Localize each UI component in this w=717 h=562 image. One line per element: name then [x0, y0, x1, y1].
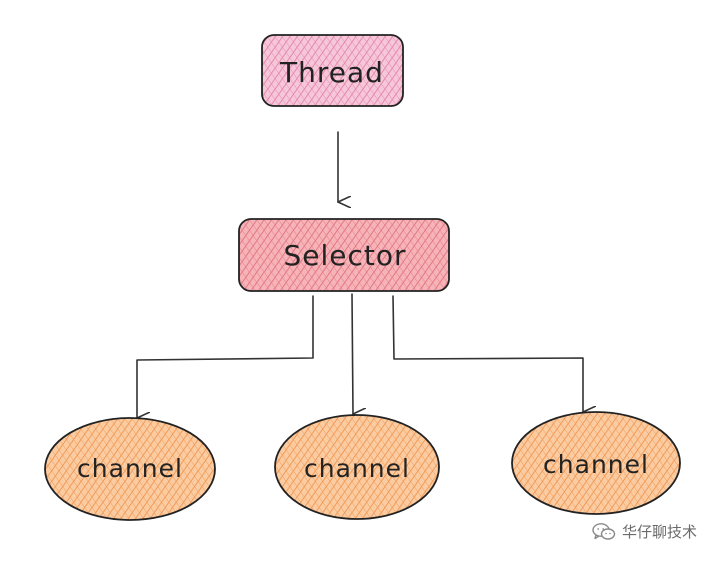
channel-3-outline: [511, 411, 681, 515]
thread-box-outline: [261, 34, 404, 107]
selector-label: Selector: [283, 239, 406, 272]
channel-2-outline: [274, 414, 440, 520]
watermark-text: 华仔聊技术: [621, 523, 697, 541]
selector-box-outline: [238, 218, 450, 292]
wechat-icon: [592, 522, 616, 542]
channel-2-label: channel: [304, 454, 410, 483]
channel-1-label: channel: [77, 454, 183, 483]
channel-node-2: channel: [274, 414, 440, 520]
edge-selector-to-channel-3: [392, 295, 583, 412]
channel-node-3: channel: [511, 411, 681, 515]
channel-3-label: channel: [543, 450, 649, 479]
edge-selector-to-channel-1: [136, 295, 314, 418]
thread-label: Thread: [279, 56, 384, 89]
channel-1-outline: [44, 417, 216, 521]
watermark: 华仔聊技术: [592, 521, 697, 542]
edge-selector-to-channel-2: [351, 293, 353, 414]
thread-node: Thread: [261, 34, 404, 107]
selector-node: Selector: [238, 218, 450, 292]
channel-node-1: channel: [44, 417, 216, 521]
